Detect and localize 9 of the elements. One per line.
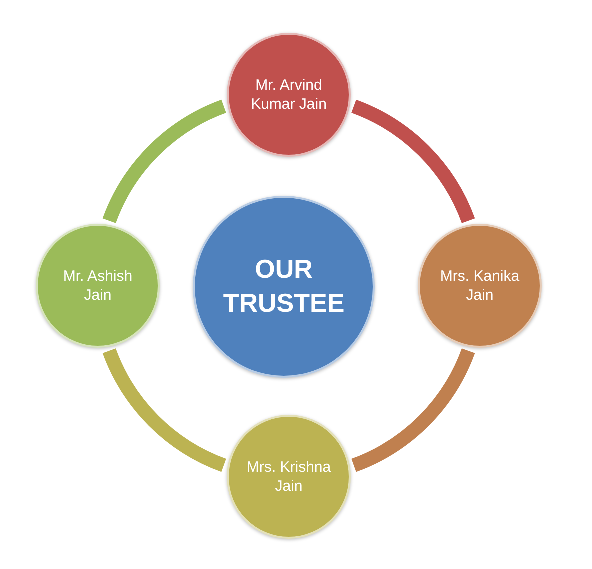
name-text: Mrs. Kanika Jain: [439, 266, 521, 306]
connector-arc: [102, 348, 227, 472]
name-text: Mrs. Krishna Jain: [246, 458, 332, 496]
title-text: OUR TRUSTEE: [222, 253, 346, 320]
name-text: Mr. Ashish Jain: [62, 266, 134, 306]
name-text: Mr. Arvind Kumar Jain: [250, 76, 328, 114]
connector-arc: [102, 100, 227, 224]
connector-arc: [351, 100, 476, 224]
connector-arc: [351, 348, 476, 472]
